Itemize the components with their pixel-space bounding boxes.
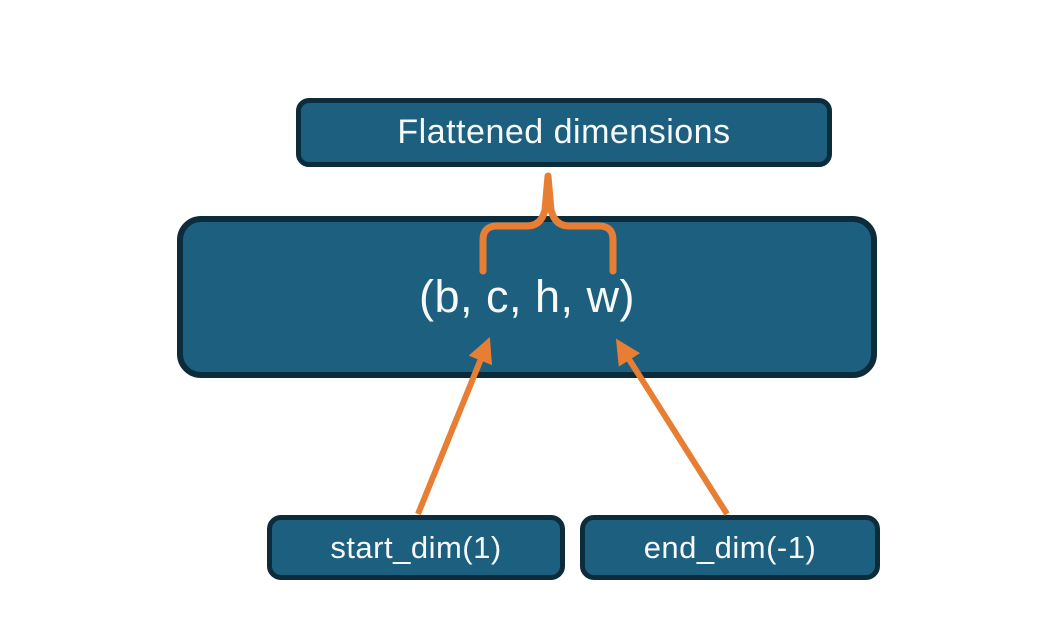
flattened-dimensions-label: Flattened dimensions bbox=[397, 113, 731, 151]
tensor-shape-label: (b, c, h, w) bbox=[418, 271, 636, 322]
start-dim-label: start_dim(1) bbox=[330, 529, 502, 565]
start-dim-box: start_dim(1) bbox=[267, 515, 565, 580]
flattened-dimensions-box: Flattened dimensions bbox=[296, 98, 832, 167]
tensor-shape-box: (b, c, h, w) bbox=[177, 216, 877, 378]
end-dim-label: end_dim(-1) bbox=[643, 529, 817, 565]
end-dim-box: end_dim(-1) bbox=[580, 515, 880, 580]
